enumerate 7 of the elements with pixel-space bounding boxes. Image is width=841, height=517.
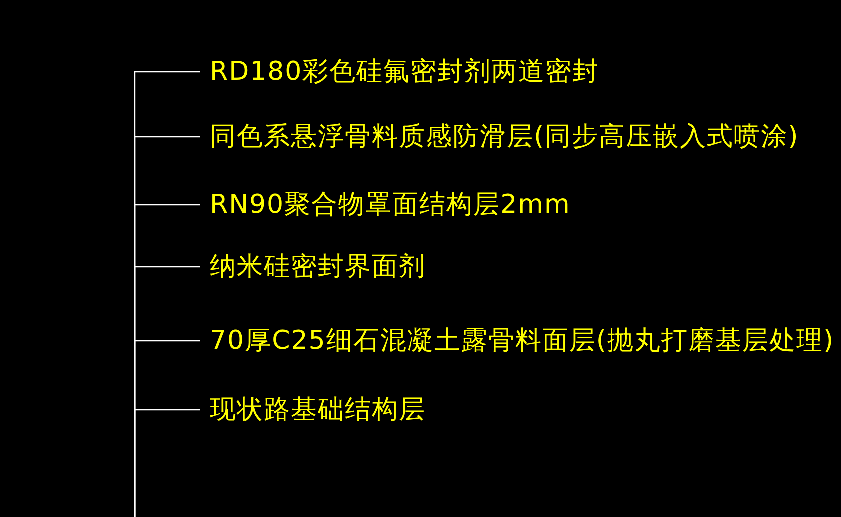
layer-label: 纳米硅密封界面剂 [200, 250, 426, 284]
layer-label: 70厚C25细石混凝土露骨料面层(抛丸打磨基层处理) [200, 324, 835, 358]
layer-label: RD180彩色硅氟密封剂两道密封 [200, 55, 600, 89]
layer-label: 现状路基础结构层 [200, 393, 426, 427]
layer-label: RN90聚合物罩面结构层2mm [200, 188, 571, 222]
layer-label: 同色系悬浮骨料质感防滑层(同步高压嵌入式喷涂) [200, 120, 800, 154]
leader-line [134, 409, 200, 517]
